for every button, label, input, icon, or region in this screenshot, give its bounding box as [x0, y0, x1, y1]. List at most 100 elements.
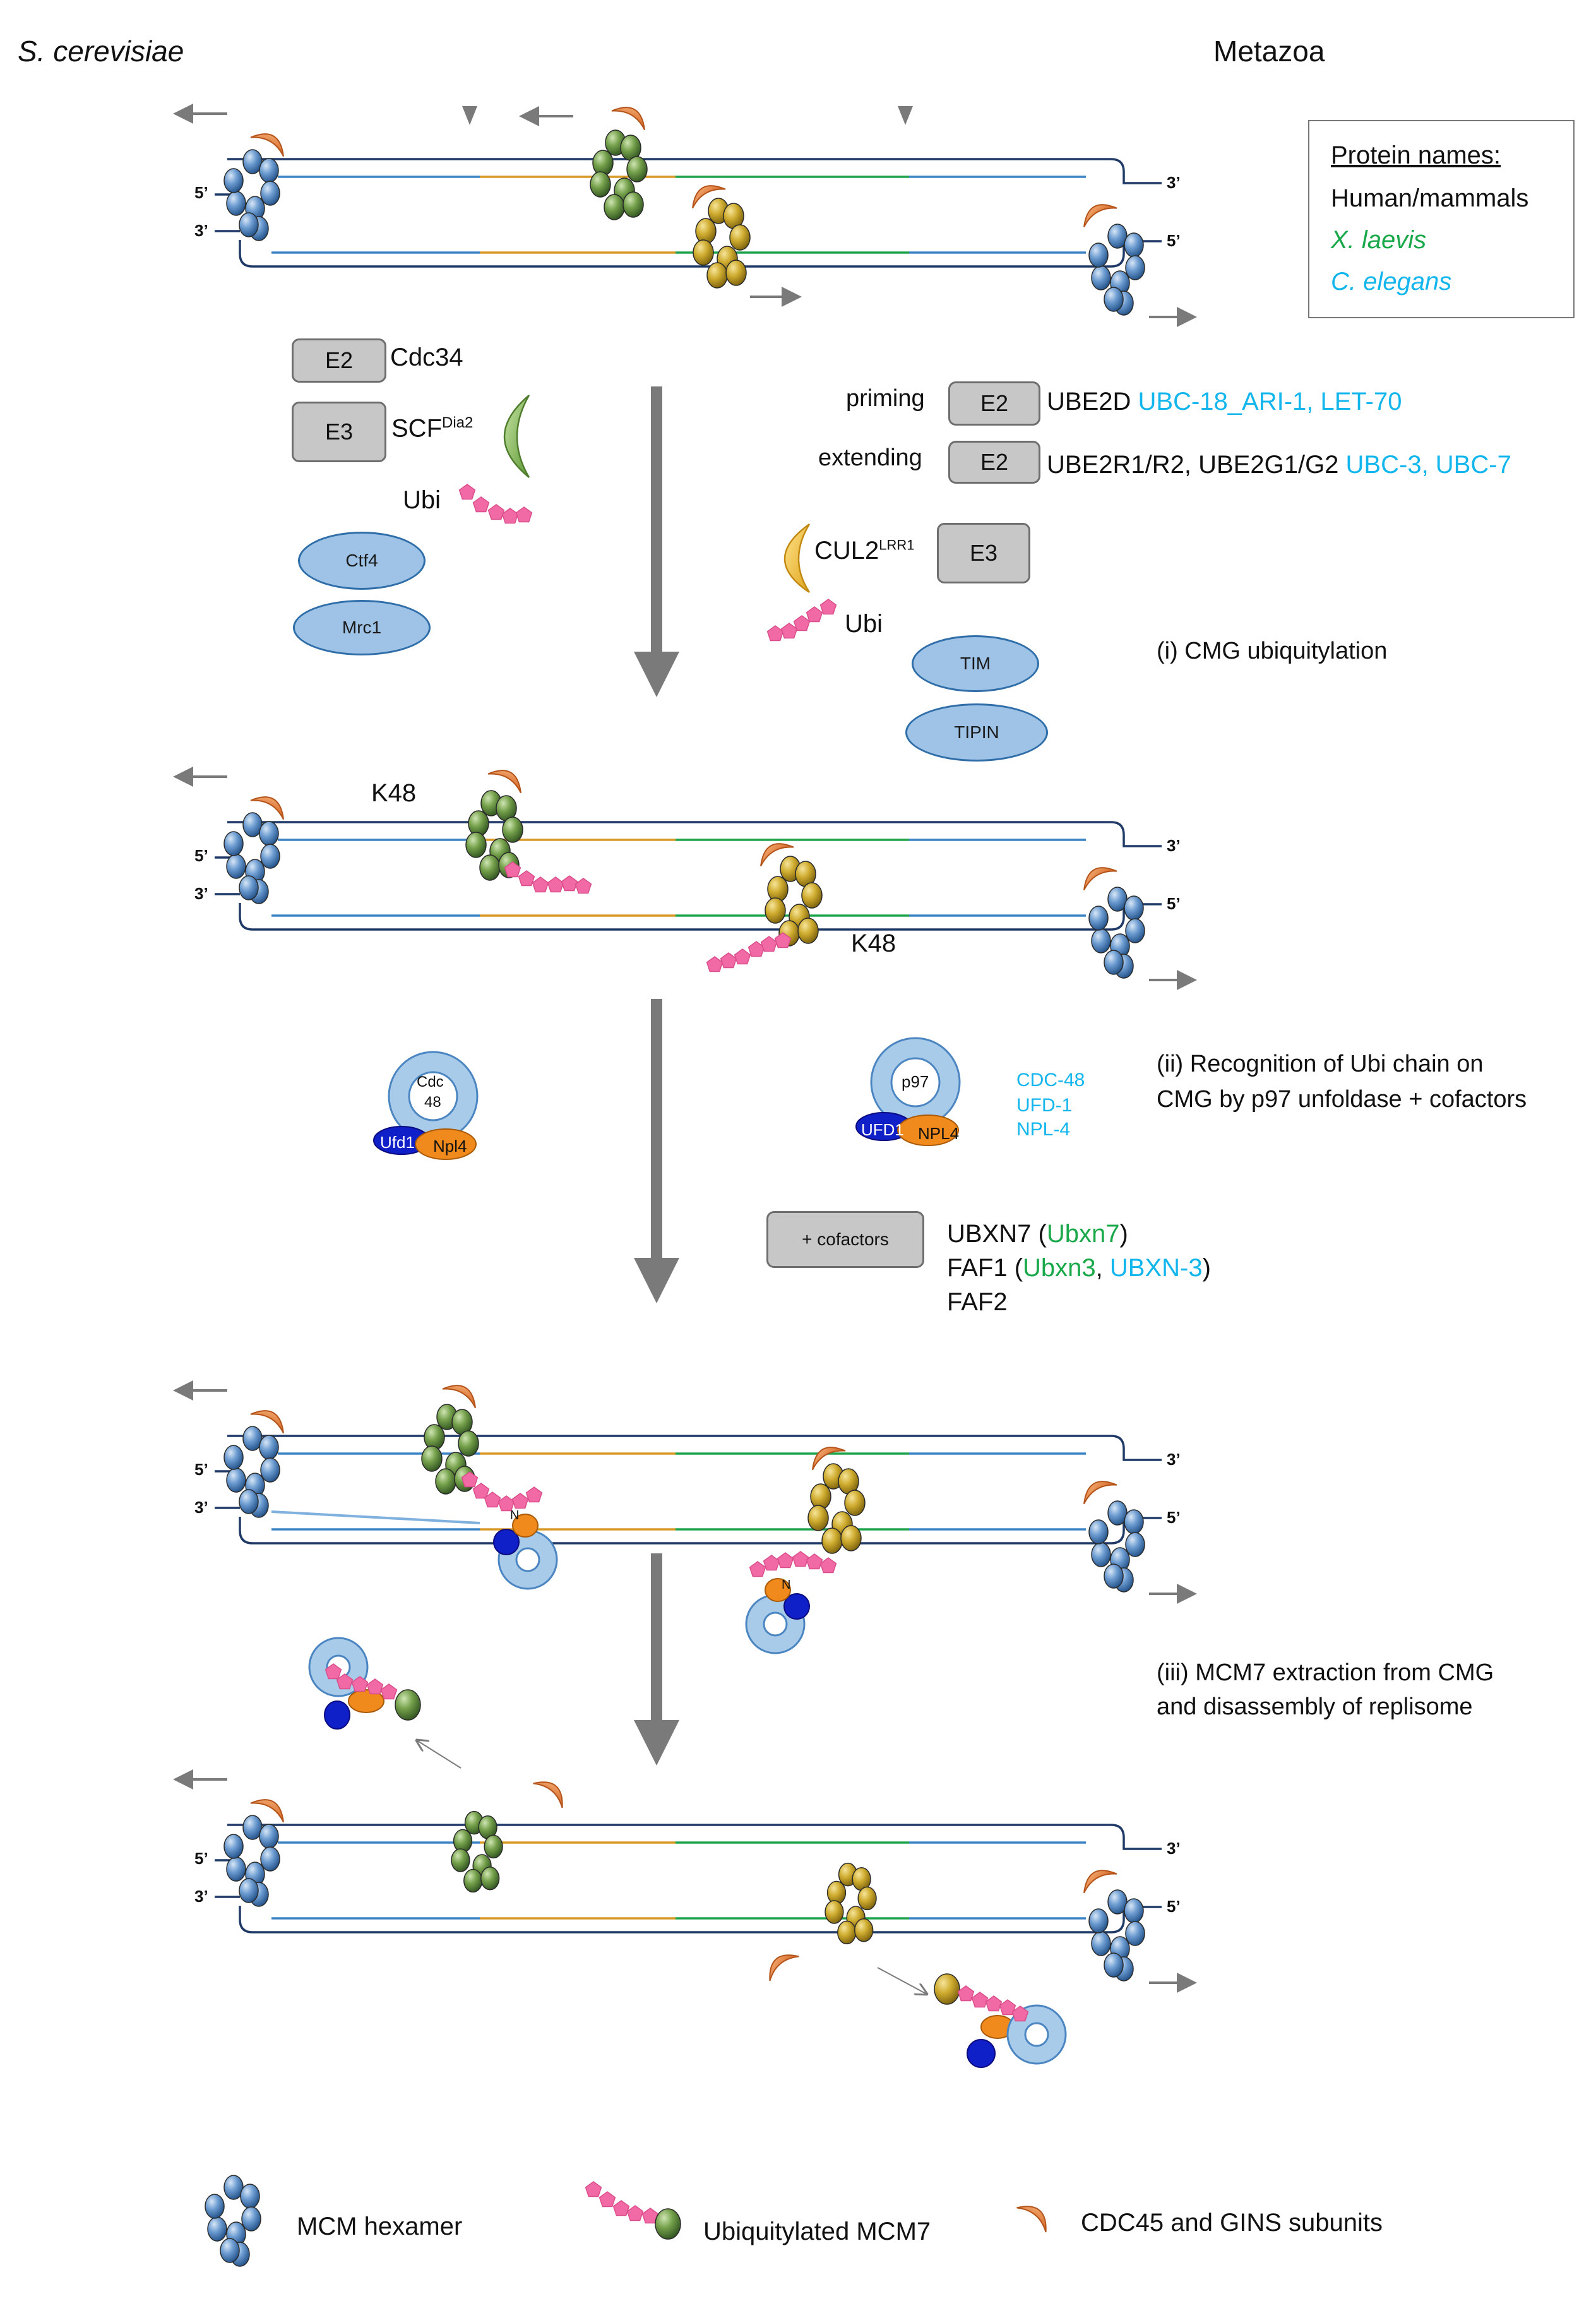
fork-3-gold-p97	[745, 1578, 810, 1654]
key-mcm-icon-subunit	[205, 2194, 225, 2219]
fork-3-bottom-strand-outline	[239, 1517, 1162, 1545]
released-right-ubi-unit	[999, 1999, 1016, 2016]
fork-2-top-strand-outline	[227, 821, 1162, 847]
metazoa-npl4-label: NPL4	[918, 1124, 960, 1143]
fork-1-right-cdc45	[1083, 204, 1117, 228]
fork-1-right-mcm-subunit	[1125, 255, 1145, 280]
fork-4-green-cmg-remnant-subunit	[484, 1834, 503, 1859]
key-cdc45-icon	[1016, 2206, 1047, 2233]
fork-1-green-cmg-subunit	[622, 191, 644, 218]
fork-2-right-cdc45-shape	[1083, 867, 1117, 891]
fork-3-right-cdc45	[1083, 1481, 1117, 1505]
yeast-cdc48-complex-pore	[408, 1071, 458, 1121]
fork-3-gold-ubi-unit	[792, 1551, 809, 1567]
fork-3-left-mcm-subunit	[226, 1467, 246, 1493]
fork-3-left-mcm-subunit	[260, 1457, 280, 1483]
key-ubi-chain-icon-unit	[641, 2208, 659, 2224]
fork-3-gold-cmg	[807, 1463, 866, 1554]
released-right-ufd1	[967, 2039, 996, 2068]
fork4-right-5prime: 5’	[1167, 1897, 1181, 1916]
fork-1-green-cmg-subunit	[604, 194, 625, 220]
key-mcm7-icon	[655, 2208, 681, 2240]
extending-label: extending	[818, 445, 922, 471]
cul2-label: CUL2LRR1	[814, 538, 915, 563]
key-mcm-label: MCM hexamer	[297, 2213, 463, 2240]
fork-3-right-cdc45-shape	[1083, 1481, 1117, 1505]
metazoa-ubi-chain-unit	[780, 623, 798, 639]
fork-3	[215, 1435, 1162, 1545]
fork-4-left-cdc45-shape	[250, 1799, 284, 1823]
yeast-e2-box: E2	[292, 338, 386, 383]
fork-3-gold-u-label: U	[809, 1593, 819, 1607]
released-right-ubi	[957, 1985, 1029, 2022]
released-right-ubi-unit	[957, 1985, 975, 2002]
fork-1-left-mcm-subunit	[259, 158, 279, 183]
fork-3-gold-cdc45-shape	[812, 1447, 846, 1471]
fork-2-gold-ubi-unit	[774, 932, 792, 948]
fork-1-gold-cdc45	[692, 185, 726, 209]
fork-1-gold-cdc45-shape	[692, 185, 726, 209]
fork1-left-5prime: 5’	[194, 183, 208, 202]
fork-3-green-ubi-unit	[472, 1483, 490, 1499]
fork-1-right-mcm-subunit	[1104, 287, 1124, 312]
fork-2-left-mcm-subunit	[260, 844, 280, 869]
fork-1-left-cdc45-shape	[250, 133, 284, 157]
fork-2-green-ubi	[504, 861, 592, 894]
released-left-cdc45-shape	[533, 1781, 563, 1808]
faf2-line: FAF2	[947, 1288, 1008, 1316]
fork-2-gold-cdc45	[760, 843, 794, 867]
fork-4-right-mcm-subunit	[1124, 1898, 1144, 1923]
metazoa-ufd1-label: UFD1	[861, 1120, 904, 1139]
fork-2-green-ubi-unit	[547, 876, 564, 893]
released-left-ufd1	[324, 1700, 350, 1730]
fork-4-right-cdc45	[1083, 1870, 1117, 1894]
yeast-e3-name: SCFDia2	[391, 415, 473, 441]
released-right-mcm7	[934, 1973, 960, 2005]
released-left-ubi-unit	[336, 1673, 354, 1690]
fork-2-right-cdc45	[1083, 867, 1117, 891]
fork-4-green-cmg-remnant-subunit	[451, 1848, 470, 1872]
fork-1-origin-marker-2	[898, 106, 913, 125]
metazoa-e2-extending-box: E2	[948, 441, 1040, 484]
fork-4-left-cdc45	[250, 1799, 284, 1823]
faf1-frog: Ubxn3	[1023, 1254, 1096, 1282]
fork-3-right-mcm-subunit	[1088, 1519, 1109, 1545]
key-mcm-icon-subunit	[207, 2216, 227, 2242]
fork-2-gold-ubi-unit	[760, 936, 778, 952]
fork-2-left-mcm	[223, 812, 280, 904]
fork-4-left-mcm-subunit	[260, 1846, 280, 1872]
ubxn7-human: UBXN7 (	[947, 1220, 1047, 1248]
released-left-ubi-unit	[325, 1663, 342, 1680]
cdc48-label-line1: Cdc	[417, 1073, 444, 1091]
fork-2	[215, 821, 1162, 931]
fork-4-gold-cmg-remnant-subunit	[857, 1886, 877, 1911]
fork-2-gold-cmg-subunit	[765, 897, 786, 924]
fork2-left-3prime: 3’	[194, 884, 208, 903]
fork-4-right-mcm-subunit	[1091, 1931, 1111, 1956]
fork-2-gold-cmg-subunit	[797, 917, 819, 944]
released-right-ubi-unit	[971, 1992, 989, 2008]
fork1-right-3prime: 3’	[1167, 173, 1181, 192]
protein-names-legend: Protein names: Human/mammals X. laevis C…	[1308, 120, 1575, 318]
yeast-ubi-chain-unit	[487, 504, 505, 520]
fork-2-right-mcm	[1088, 887, 1145, 979]
fork-3-gold-ubi-unit	[763, 1555, 780, 1571]
fork-4-released-cdc45-shape	[769, 1954, 799, 1981]
key-ubi-chain-icon-unit	[598, 2191, 616, 2208]
fork-4-extraction-arrow	[877, 1967, 927, 1994]
fork-3-right-mcm-subunit	[1104, 1563, 1124, 1589]
fork-4-top-strand-outline	[227, 1824, 1162, 1850]
fork-4-bottom-strand-outline	[239, 1906, 1162, 1933]
e2-extending-human: UBE2R1/R2, UBE2G1/G2	[1047, 451, 1339, 479]
fork-1-right-mcm-subunit	[1088, 242, 1109, 268]
fork-3-green-ubi-unit	[511, 1493, 529, 1509]
key-mcm-icon	[205, 2175, 261, 2267]
fork-2-green-cmg-subunit	[465, 832, 487, 858]
yeast-ubi-chain-unit	[472, 496, 490, 513]
fork-4-left-mcm-subunit	[226, 1856, 246, 1882]
fork-1-left-mcm	[223, 149, 280, 241]
fork-4-right-cdc45-shape	[1083, 1870, 1117, 1894]
fork-4-gold-cmg-remnant	[825, 1862, 877, 1945]
ubxn7-close: )	[1119, 1220, 1128, 1248]
